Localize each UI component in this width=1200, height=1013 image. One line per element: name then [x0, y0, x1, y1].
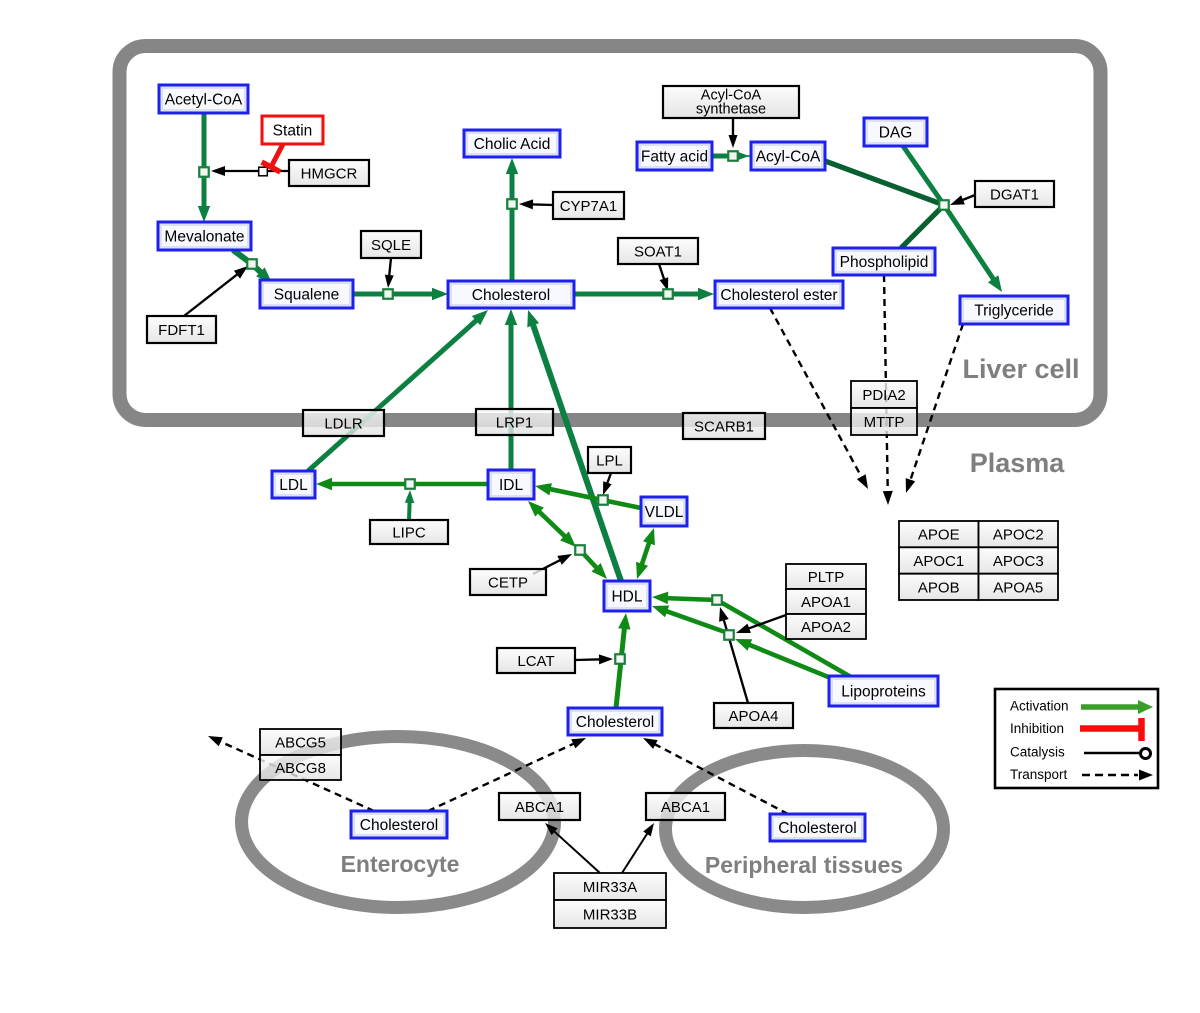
svg-text:Statin: Statin: [273, 123, 313, 140]
svg-text:LRP1: LRP1: [496, 415, 534, 432]
svg-text:APOB: APOB: [918, 579, 960, 596]
svg-text:SOAT1: SOAT1: [634, 244, 682, 261]
svg-text:Cholesterol: Cholesterol: [472, 287, 550, 304]
svg-text:Activation: Activation: [1010, 699, 1069, 714]
svg-text:CYP7A1: CYP7A1: [560, 198, 618, 215]
svg-text:CETP: CETP: [488, 575, 528, 592]
svg-text:APOC3: APOC3: [993, 553, 1044, 570]
svg-text:APOA4: APOA4: [728, 708, 778, 725]
svg-text:APOA1: APOA1: [801, 594, 851, 611]
svg-text:synthetase: synthetase: [696, 102, 766, 118]
svg-text:Squalene: Squalene: [274, 287, 340, 304]
svg-text:Transport: Transport: [1010, 767, 1068, 782]
svg-text:Acetyl-CoA: Acetyl-CoA: [165, 92, 243, 109]
svg-text:IDL: IDL: [499, 477, 524, 494]
svg-text:VLDL: VLDL: [645, 504, 684, 521]
svg-text:Fatty acid: Fatty acid: [641, 149, 708, 166]
svg-text:DGAT1: DGAT1: [990, 187, 1039, 204]
svg-text:ABCA1: ABCA1: [661, 799, 710, 816]
svg-text:HDL: HDL: [611, 589, 642, 606]
svg-text:Cholesterol: Cholesterol: [576, 714, 654, 731]
svg-text:LDLR: LDLR: [324, 416, 363, 433]
svg-text:ABCG8: ABCG8: [275, 760, 326, 777]
svg-text:APOA2: APOA2: [801, 619, 851, 636]
svg-text:MIR33A: MIR33A: [583, 879, 637, 896]
svg-text:Lipoproteins: Lipoproteins: [841, 684, 926, 701]
svg-text:Liver cell: Liver cell: [962, 354, 1079, 384]
svg-text:Triglyceride: Triglyceride: [974, 303, 1054, 320]
svg-text:SQLE: SQLE: [371, 237, 411, 254]
svg-text:APOA5: APOA5: [993, 579, 1043, 596]
svg-text:Cholesterol: Cholesterol: [778, 820, 856, 837]
svg-text:APOC1: APOC1: [913, 553, 964, 570]
svg-text:FDFT1: FDFT1: [158, 322, 205, 339]
svg-text:Acyl-CoA: Acyl-CoA: [701, 88, 762, 104]
svg-text:ABCG5: ABCG5: [275, 735, 326, 752]
svg-text:PLTP: PLTP: [808, 569, 844, 586]
svg-text:Cholesterol ester: Cholesterol ester: [720, 287, 837, 304]
svg-text:Plasma: Plasma: [970, 448, 1066, 478]
svg-text:LPL: LPL: [596, 453, 623, 470]
svg-text:APOC2: APOC2: [993, 527, 1044, 544]
svg-text:MTTP: MTTP: [864, 414, 905, 431]
svg-text:Mevalonate: Mevalonate: [164, 229, 244, 246]
svg-text:Phospholipid: Phospholipid: [840, 254, 929, 271]
svg-text:LCAT: LCAT: [517, 653, 554, 670]
svg-text:ABCA1: ABCA1: [515, 799, 564, 816]
svg-text:HMGCR: HMGCR: [301, 166, 358, 183]
svg-text:Peripheral tissues: Peripheral tissues: [705, 852, 903, 878]
svg-text:PDIA2: PDIA2: [862, 387, 905, 404]
svg-text:LIPC: LIPC: [392, 525, 426, 542]
svg-text:Cholesterol: Cholesterol: [360, 817, 438, 834]
svg-text:Acyl-CoA: Acyl-CoA: [756, 149, 821, 166]
svg-text:SCARB1: SCARB1: [694, 419, 754, 436]
svg-text:Inhibition: Inhibition: [1010, 721, 1064, 736]
svg-text:Catalysis: Catalysis: [1010, 745, 1065, 760]
svg-text:Cholic Acid: Cholic Acid: [474, 136, 551, 153]
svg-text:LDL: LDL: [279, 477, 308, 494]
svg-text:DAG: DAG: [879, 125, 913, 142]
svg-text:Enterocyte: Enterocyte: [341, 851, 460, 877]
svg-text:APOE: APOE: [918, 527, 960, 544]
svg-text:MIR33B: MIR33B: [583, 907, 637, 924]
